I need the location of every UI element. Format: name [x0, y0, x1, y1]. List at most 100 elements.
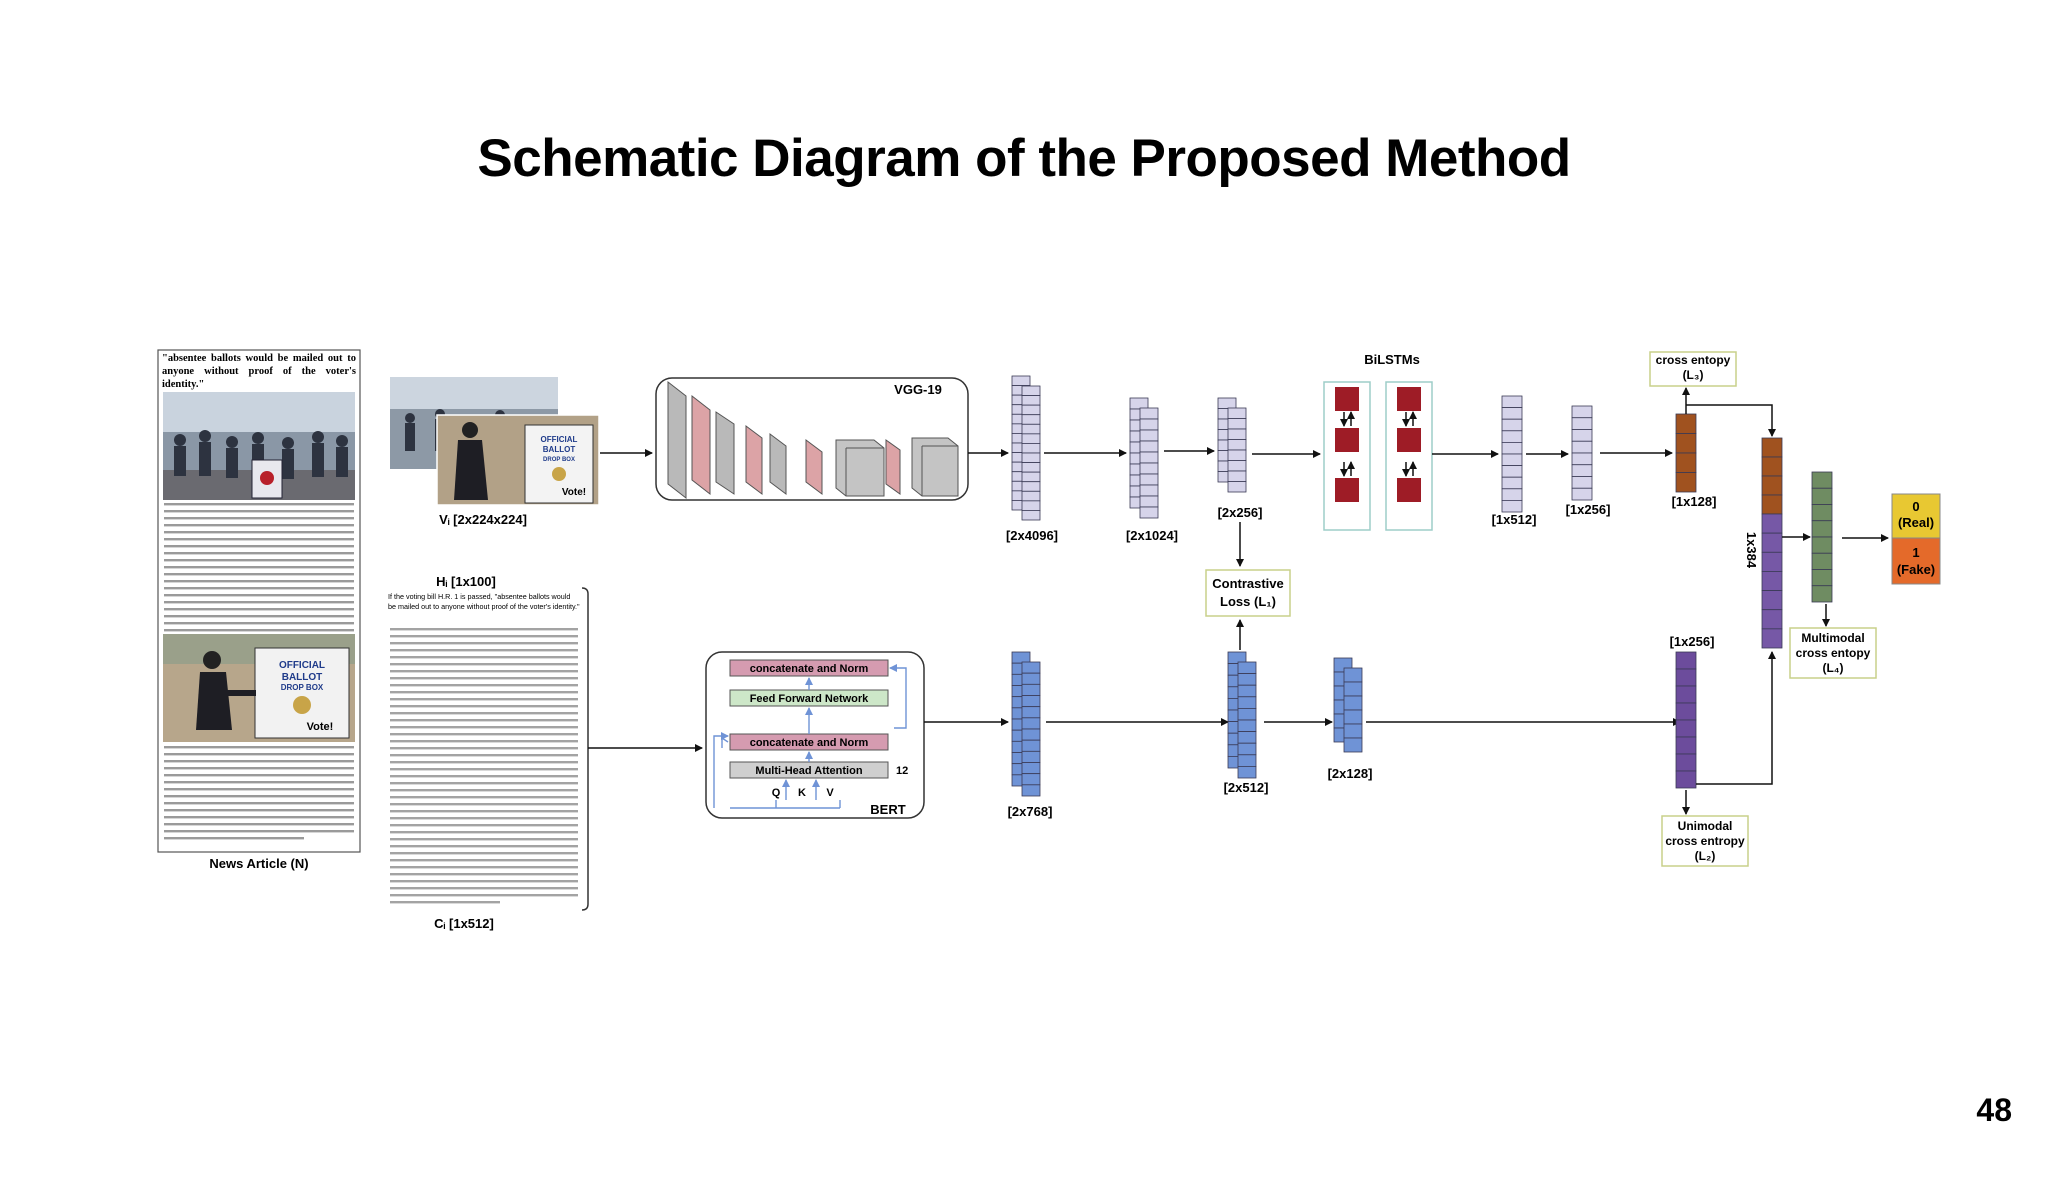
- feature-cell: [1761, 456, 1783, 477]
- headline-text: If the voting bill H.R. 1 is passed, "ab…: [388, 592, 580, 611]
- feature-cell: [1501, 418, 1523, 432]
- stack-1x512: [1501, 395, 1523, 513]
- feature-cell: [1761, 532, 1783, 553]
- bert-block: concatenate and Norm Feed Forward Networ…: [705, 651, 925, 819]
- content-label: Cᵢ [1x512]: [434, 916, 494, 931]
- feature-cell: [1021, 433, 1041, 444]
- feature-cell: [1011, 651, 1031, 664]
- feature-cell: [1811, 520, 1833, 538]
- feature-cell: [1139, 440, 1159, 453]
- arrow-256-to-fusion: [1696, 651, 1776, 785]
- feature-cell: [1021, 385, 1041, 396]
- feature-cell: [1021, 471, 1041, 483]
- loss-l4-line1: Multimodal: [1801, 631, 1864, 645]
- feature-cell: [1237, 766, 1257, 779]
- feature-cell: [1227, 470, 1247, 482]
- feature-cell: [1675, 770, 1697, 789]
- feature-cell: [1021, 672, 1041, 685]
- fusion-column-1x384: [1761, 437, 1783, 649]
- feature-cell: [1021, 750, 1041, 763]
- loss-l2-box: Unimodal cross entropy (L₂): [1661, 815, 1749, 867]
- svg-text:BALLOT: BALLOT: [282, 672, 323, 683]
- vgg-layers: [667, 380, 959, 500]
- feature-cell: [1811, 536, 1833, 554]
- arrow-128-to-fusion: [1686, 404, 1776, 437]
- loss-l4-line2: cross entopy: [1796, 646, 1871, 660]
- feature-cell: [1237, 661, 1257, 675]
- article-caption: News Article (N): [209, 856, 308, 871]
- news-article-panel: "absentee ballots would be mailed out to…: [157, 349, 361, 871]
- column-1x256-bottom: [1675, 651, 1697, 789]
- feature-cell: [1675, 651, 1697, 670]
- feature-cell: [1021, 510, 1041, 521]
- loss-l2-line2: cross entropy: [1665, 834, 1745, 848]
- bert-concat-bottom-label: concatenate and Norm: [750, 737, 869, 749]
- feature-cell: [1501, 488, 1523, 501]
- loss-l3-box: cross entopy (L₃): [1649, 351, 1737, 387]
- feature-cell: [1139, 429, 1159, 442]
- feature-cell: [1021, 762, 1041, 775]
- bert-k: K: [798, 787, 806, 799]
- feature-cell: [1021, 661, 1041, 674]
- feature-cell: [1761, 437, 1783, 458]
- output-real-num: 0: [1912, 499, 1919, 514]
- dim-1x256-bottom: [1x256]: [1670, 634, 1715, 649]
- loss-l2-line3: (L₂): [1695, 849, 1716, 863]
- bilstms-label: BiLSTMs: [1364, 352, 1420, 367]
- dim-1x384: 1x384: [1744, 532, 1759, 569]
- feature-cell: [1675, 452, 1697, 473]
- multimodal-column: [1811, 471, 1833, 603]
- feature-cell: [1021, 462, 1041, 473]
- dim-2x512: [2x512]: [1224, 780, 1269, 795]
- feature-cell: [1675, 753, 1697, 772]
- vgg19-block: VGG-19: [655, 377, 969, 501]
- bert-layers: 12: [896, 765, 908, 777]
- feature-cell: [1761, 590, 1783, 611]
- bert-label: BERT: [870, 802, 905, 817]
- feature-cell: [1675, 433, 1697, 454]
- bert-concat-top-label: concatenate and Norm: [750, 663, 869, 675]
- feature-cell: [1343, 681, 1363, 697]
- stack-1x256-top: [1571, 405, 1593, 501]
- feature-cell: [1021, 404, 1041, 416]
- article-text-block-1: [164, 503, 354, 632]
- feature-cell: [1675, 668, 1697, 687]
- bert-ffn-label: Feed Forward Network: [750, 693, 869, 705]
- feature-cell: [1021, 717, 1041, 730]
- slide-title: Schematic Diagram of the Proposed Method: [477, 129, 1571, 188]
- feature-cell: [1501, 430, 1523, 443]
- feature-cell: [1675, 702, 1697, 721]
- feature-cell: [1571, 417, 1593, 430]
- article-quote: "absentee ballots would be mailed out to…: [162, 353, 356, 390]
- feature-cell: [1501, 441, 1523, 455]
- feature-cell: [1227, 481, 1247, 493]
- output-fake-num: 1: [1912, 545, 1919, 560]
- feature-cell: [1501, 476, 1523, 490]
- feature-cell: [1343, 667, 1363, 683]
- output-fake: [1891, 537, 1941, 585]
- feature-cell: [1675, 472, 1697, 493]
- feature-cell: [1021, 695, 1041, 708]
- feature-cell: [1675, 685, 1697, 704]
- feature-cell: [1139, 407, 1159, 420]
- vgg-label: VGG-19: [894, 382, 942, 397]
- bert-q: Q: [772, 787, 781, 799]
- loss-l2-line1: Unimodal: [1678, 819, 1733, 833]
- feature-cell: [1811, 471, 1833, 489]
- feature-cell: [1761, 609, 1783, 630]
- feature-cell: [1501, 465, 1523, 478]
- stack-2x512: [1227, 651, 1257, 779]
- feature-cell: [1139, 506, 1159, 519]
- dim-2x128: [2x128]: [1328, 766, 1373, 781]
- feature-cell: [1237, 684, 1257, 698]
- loss-l4-line3: (L₄): [1822, 661, 1843, 675]
- dim-1x256-top: [1x256]: [1566, 502, 1611, 517]
- stack-2x4096: [1011, 375, 1041, 521]
- dim-2x1024: [2x1024]: [1126, 528, 1178, 543]
- feature-cell: [1343, 737, 1363, 753]
- feature-cell: [1139, 473, 1159, 486]
- feature-cell: [1811, 504, 1833, 522]
- feature-cell: [1021, 784, 1041, 797]
- feature-cell: [1811, 487, 1833, 505]
- crowd-photo: [163, 392, 355, 500]
